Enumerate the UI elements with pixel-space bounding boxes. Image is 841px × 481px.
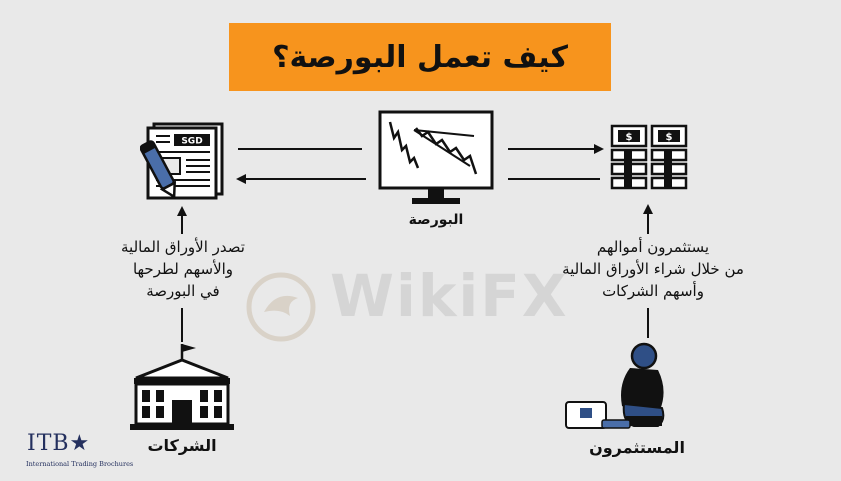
investor-person-icon — [562, 340, 692, 436]
companies-description-line-1: تصدر الأوراق المالية — [121, 238, 245, 256]
page-title: كيف تعمل البورصة؟ — [272, 39, 568, 75]
securities-icon: SGD — [139, 118, 228, 204]
itb-logo-text: ITB — [27, 431, 70, 456]
itb-logo: ITB★ — [27, 431, 90, 456]
svg-text:$: $ — [666, 132, 673, 143]
investors-description-line-2: من خلال شراء الأوراق المالية — [562, 260, 744, 278]
arrow-companies-up — [176, 206, 188, 238]
arrow-to-investors — [508, 140, 604, 159]
arrow-investors-up — [642, 204, 654, 238]
watermark-emblem — [246, 272, 316, 346]
title-banner: كيف تعمل البورصة؟ — [229, 23, 611, 91]
star-icon: ★ — [69, 431, 91, 456]
investors-description-line-1: يستثمرون أموالهم — [596, 238, 710, 256]
arrow-to-exchange — [238, 140, 366, 159]
line-companies — [176, 308, 188, 346]
companies-description-line-2: والأسهم لطرحها — [132, 260, 234, 278]
watermark-text: WikiFX — [330, 262, 569, 330]
companies-label: الشركات — [147, 436, 217, 455]
line-investors — [642, 308, 654, 342]
arrow-to-companies — [236, 170, 366, 189]
investors-label: المستثمرون — [589, 438, 685, 457]
companies-description: تصدر الأوراق المالية والأسهم لطرحها في ا… — [78, 236, 288, 302]
building-icon — [130, 342, 234, 436]
arrow-from-investors — [508, 170, 600, 189]
investors-description-line-3: وأسهم الشركات — [602, 282, 704, 300]
exchange-monitor-icon — [378, 110, 494, 214]
securities-badge: SGD — [181, 137, 202, 147]
investors-description: يستثمرون أموالهم من خلال شراء الأوراق ال… — [528, 236, 778, 302]
money-stack-icon: $ $ — [608, 122, 690, 202]
svg-text:$: $ — [626, 132, 633, 143]
exchange-label: البورصة — [408, 212, 464, 228]
companies-description-line-3: في البورصة — [146, 282, 220, 300]
itb-logo-tagline: International Trading Brochures — [26, 460, 134, 468]
